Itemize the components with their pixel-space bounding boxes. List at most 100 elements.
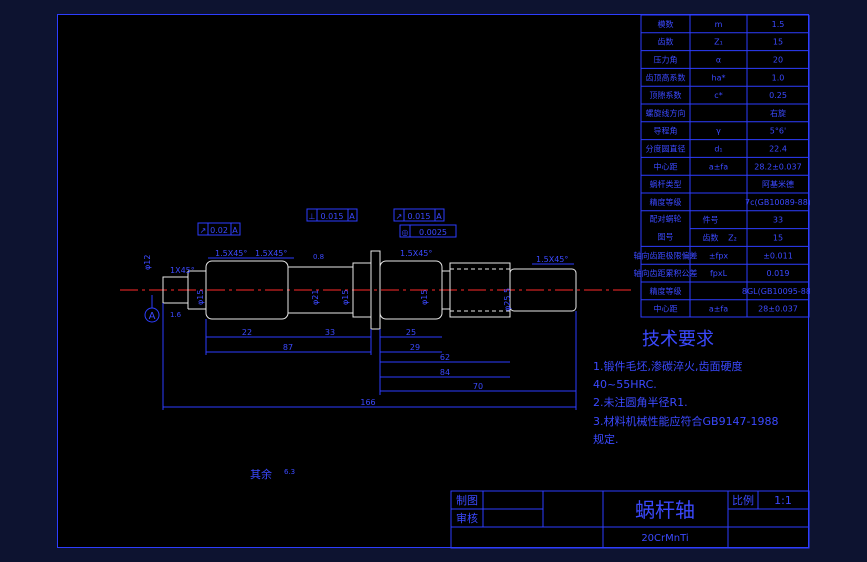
param-value: 28±0.037 xyxy=(758,305,798,314)
param-name: 中心距 xyxy=(654,161,678,171)
gtol-value: 0.0025 xyxy=(419,228,447,237)
tb-scale-value: 1:1 xyxy=(774,494,792,507)
roughness-value: 0.8 xyxy=(313,253,324,261)
dimensions: 22 33 87 25 29 62 84 70 166 xyxy=(162,303,577,410)
param-name: 精度等级 xyxy=(650,197,682,207)
param-name: 导程角 xyxy=(654,126,678,136)
param-symbol: ha* xyxy=(712,73,726,82)
tb-material: 20CrMnTi xyxy=(641,533,688,544)
gtol-value: 0.015 xyxy=(321,212,344,221)
param-value: 0.25 xyxy=(769,91,787,100)
mating-group-label: 配对蜗轮 xyxy=(650,214,682,224)
param-symbol: c* xyxy=(714,91,722,100)
title-block-frame xyxy=(450,490,810,549)
gtol-frame-mid-1 xyxy=(306,208,358,222)
tech-req-item: 3.材料机械性能应符合GB9147-1988 xyxy=(593,414,779,428)
gtol-frame-left xyxy=(197,222,241,236)
gtol-symbol: ◎ xyxy=(402,228,409,237)
param-value: 15 xyxy=(773,234,783,243)
param-name: 蜗杆类型 xyxy=(650,179,682,189)
roughness-note-label: 其余 xyxy=(250,467,272,481)
dim-25: 25 xyxy=(406,328,416,337)
param-symbol: γ xyxy=(716,127,721,136)
tech-req-item: 规定. xyxy=(593,432,619,446)
gtol-symbol: ↗ xyxy=(396,212,403,221)
chamfer-label: 1X45° xyxy=(170,266,195,275)
chamfer-label: 1.5X45° xyxy=(400,249,432,258)
gtol-symbol: ⊥ xyxy=(309,212,316,221)
param-value: 右旋 xyxy=(770,108,786,118)
mating-sub-label: 图号 xyxy=(658,233,674,242)
gtol-value: 0.02 xyxy=(210,226,228,235)
param-name: 顶隙系数 xyxy=(650,90,682,100)
gtol-datum: A xyxy=(232,226,238,235)
title-block: 制图 审核 蜗杆轴 比例 1:1 20CrMnTi xyxy=(450,490,810,549)
dim-left-vertical: φ12 xyxy=(143,255,152,270)
dim-diameter: φ15 xyxy=(196,290,205,305)
param-name: 齿数 xyxy=(658,37,674,47)
tb-checked-label: 审核 xyxy=(456,511,478,525)
dim-total: 166 xyxy=(360,398,375,407)
param-name: 件号 xyxy=(703,215,719,225)
param-symbol: ±fpx xyxy=(709,251,729,260)
param-value: 阿基米德 xyxy=(762,179,794,189)
tb-part-name: 蜗杆轴 xyxy=(635,498,695,522)
roughness-value: 1.6 xyxy=(170,311,182,319)
roughness-note-value: 6.3 xyxy=(284,468,295,476)
dim-62: 62 xyxy=(440,353,450,362)
dim-87: 87 xyxy=(283,343,293,352)
tech-requirements: 技术要求 1.锻件毛坯,渗碳淬火,齿面硬度 40~55HRC. 2.未注圆角半径… xyxy=(593,329,779,446)
param-name: 轴向齿距累积公差 xyxy=(634,268,698,278)
param-value: 20 xyxy=(773,56,783,65)
param-symbol: m xyxy=(715,20,723,29)
param-symbol: d₁ xyxy=(714,145,722,154)
params-table-frame xyxy=(640,15,810,318)
gtol-symbol: ↗ xyxy=(200,226,207,235)
param-symbol: a±fa xyxy=(709,305,728,314)
gtol-value: 0.015 xyxy=(408,212,431,221)
param-value: ±0.011 xyxy=(763,251,793,260)
tb-scale-label: 比例 xyxy=(732,493,754,507)
datum-a-label: A xyxy=(149,311,156,322)
dim-diameter: φ15 xyxy=(420,290,429,305)
param-value: 1.0 xyxy=(772,73,785,82)
param-value: 0.019 xyxy=(767,269,790,278)
dim-diameter: φ15 xyxy=(341,290,350,305)
param-value: 1.5 xyxy=(772,20,785,29)
param-value: 15 xyxy=(773,38,783,47)
param-value: 33 xyxy=(773,216,783,225)
dim-diameter: φ21 xyxy=(311,290,320,305)
dim-22: 22 xyxy=(242,328,252,337)
param-name: 压力角 xyxy=(654,55,678,65)
param-name: 中心距 xyxy=(654,304,678,314)
shaft-view: A ↗ 0.02 A ⊥ 0.015 A ↗ 0.015 A ◎ 0.0025 … xyxy=(120,208,633,410)
param-symbol: Z₂ xyxy=(728,234,737,243)
gtol-frame-mid-3 xyxy=(399,224,457,238)
param-symbol: a±fa xyxy=(709,162,728,171)
param-name: 齿顶高系数 xyxy=(646,72,686,82)
gtol-datum: A xyxy=(349,212,355,221)
param-name: 模数 xyxy=(658,19,674,29)
tech-req-item: 2.未注圆角半径R1. xyxy=(593,395,688,409)
dim-33: 33 xyxy=(325,328,335,337)
param-symbol: fpxL xyxy=(710,269,728,278)
param-symbol: α xyxy=(716,56,721,65)
param-name: 分度圆直径 xyxy=(646,144,686,154)
dim-worm-diameter: φ25.5 xyxy=(503,288,512,311)
param-value: 22.4 xyxy=(769,145,787,154)
param-value: 7c(GB10089-88) xyxy=(745,198,810,207)
chamfer-label: 1.5X45° xyxy=(215,249,247,258)
chamfer-label: 1.5X45° xyxy=(536,255,568,264)
chamfer-label: 1.5X45° xyxy=(255,249,287,258)
tech-req-item: 40~55HRC. xyxy=(593,378,657,391)
dim-29: 29 xyxy=(410,343,420,352)
dim-70: 70 xyxy=(473,382,483,391)
tech-req-title: 技术要求 xyxy=(642,329,714,350)
param-symbol: Z₁ xyxy=(714,38,723,47)
tb-drawn-label: 制图 xyxy=(456,494,478,507)
param-name: 精度等级 xyxy=(650,286,682,296)
tech-req-item: 1.锻件毛坯,渗碳淬火,齿面硬度 xyxy=(593,359,743,373)
